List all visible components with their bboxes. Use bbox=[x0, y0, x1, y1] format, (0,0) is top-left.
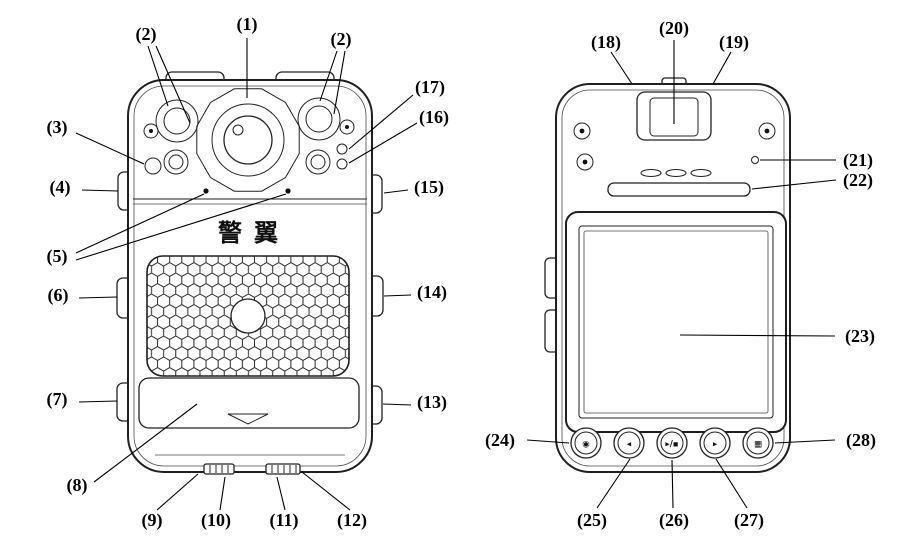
speaker-grille bbox=[146, 255, 350, 377]
microphone-right bbox=[285, 188, 291, 194]
callout-label-2-right: (2) bbox=[331, 29, 352, 50]
callout-label-13: (13) bbox=[417, 392, 447, 413]
callout-label-8: (8) bbox=[67, 475, 88, 496]
back-screw-top-right bbox=[758, 122, 776, 140]
callout-label-1: (1) bbox=[237, 14, 258, 35]
callout-label-20: (20) bbox=[659, 18, 689, 39]
clip-arrow bbox=[227, 413, 269, 425]
callout-label-10: (10) bbox=[201, 510, 231, 531]
callout-label-23: (23) bbox=[845, 326, 875, 347]
indicator-bar bbox=[607, 182, 751, 197]
callout-label-5: (5) bbox=[47, 246, 68, 267]
callout-label-12: (12) bbox=[337, 510, 367, 531]
reset-hole bbox=[751, 156, 759, 164]
front-leader-lines bbox=[75, 38, 418, 511]
front-view: 警翼 bbox=[47, 14, 450, 531]
callout-label-9: (9) bbox=[142, 510, 163, 531]
callout-label-6: (6) bbox=[48, 285, 69, 306]
photo-button: ◉ bbox=[570, 427, 602, 459]
next-button-icon: ▸ bbox=[713, 440, 718, 450]
indicator-led-top bbox=[336, 143, 348, 155]
callout-label-7: (7) bbox=[47, 389, 68, 410]
callout-label-26: (26) bbox=[659, 510, 689, 531]
light-sensor bbox=[144, 157, 162, 175]
callout-label-16: (16) bbox=[419, 107, 449, 128]
prev-button: ◂ bbox=[613, 427, 645, 459]
callout-label-28: (28) bbox=[846, 430, 876, 451]
back-screw-top-left bbox=[573, 122, 591, 140]
screw-top-left bbox=[143, 123, 159, 139]
callout-label-27: (27) bbox=[734, 510, 764, 531]
callout-label-4: (4) bbox=[50, 177, 71, 198]
control-buttons: ◉ ◂ ▸/▪ ▸ ▦ bbox=[570, 427, 774, 459]
callout-label-24: (24) bbox=[485, 430, 515, 451]
back-view: ◉ ◂ ▸/▪ ▸ ▦ bbox=[485, 18, 876, 531]
next-button: ▸ bbox=[699, 427, 731, 459]
bottom-connector-slot bbox=[265, 463, 301, 475]
callout-label-17: (17) bbox=[415, 77, 445, 98]
brand-logo: 警翼 bbox=[217, 220, 290, 247]
ir-lamp-left bbox=[155, 99, 199, 143]
back-screw-mid-left bbox=[576, 153, 594, 171]
callout-label-21: (21) bbox=[843, 150, 873, 171]
record-button: ▸/▪ bbox=[656, 427, 688, 459]
record-button-icon: ▸/▪ bbox=[665, 440, 678, 450]
photo-button-icon: ◉ bbox=[582, 440, 589, 450]
grille-center-circle bbox=[230, 298, 266, 334]
white-light-right bbox=[305, 149, 331, 175]
bottom-speaker-slot bbox=[203, 463, 235, 475]
files-button-icon: ▦ bbox=[754, 440, 762, 450]
callout-label-3: (3) bbox=[47, 117, 68, 138]
callout-label-19: (19) bbox=[719, 32, 749, 53]
callout-label-14: (14) bbox=[417, 282, 447, 303]
callout-label-22: (22) bbox=[843, 170, 873, 191]
callout-label-18: (18) bbox=[591, 32, 621, 53]
callout-label-25: (25) bbox=[577, 510, 607, 531]
back-clip-plate bbox=[138, 377, 360, 429]
ir-lamp-right bbox=[297, 97, 341, 141]
white-light-left bbox=[163, 149, 189, 175]
front-body-inner-line bbox=[133, 85, 367, 467]
callout-label-2-left: (2) bbox=[136, 24, 157, 45]
microphone-left bbox=[203, 188, 209, 194]
callout-label-11: (11) bbox=[270, 510, 299, 531]
status-led-slots bbox=[640, 169, 712, 177]
prev-button-icon: ◂ bbox=[627, 440, 632, 450]
callout-label-15: (15) bbox=[414, 177, 444, 198]
indicator-led-bottom bbox=[336, 158, 348, 170]
back-leader-lines bbox=[526, 40, 837, 509]
camera-lens bbox=[196, 88, 300, 192]
files-button: ▦ bbox=[742, 427, 774, 459]
screw-top-right bbox=[339, 119, 355, 135]
display-screen bbox=[565, 211, 787, 433]
